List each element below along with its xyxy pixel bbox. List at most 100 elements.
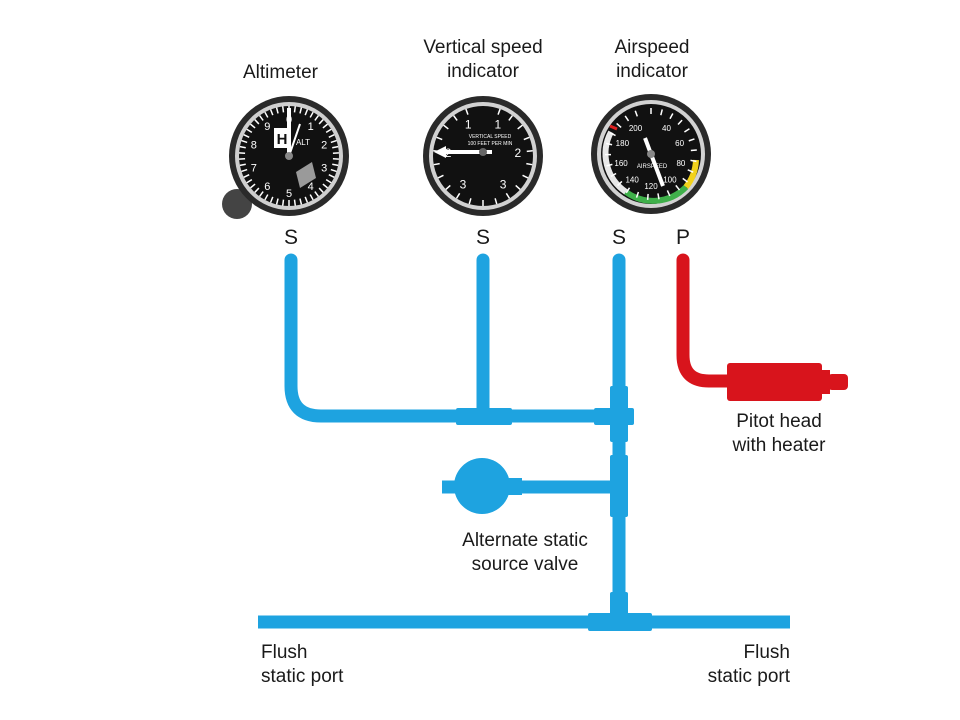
altimeter-tick bbox=[275, 107, 279, 114]
pitot-head-line2: with heater bbox=[732, 435, 826, 456]
altimeter-tick bbox=[325, 178, 332, 184]
altimeter-static-line bbox=[284, 253, 627, 423]
vsi-title-line1: Vertical speed bbox=[423, 37, 543, 58]
altimeter-title: Altimeter bbox=[243, 62, 318, 83]
asi-dial-number: 140 bbox=[625, 176, 639, 185]
altimeter-tick bbox=[328, 174, 335, 178]
altimeter-tick bbox=[309, 111, 314, 118]
vsi-tick bbox=[497, 108, 501, 115]
alternate-valve-label: Alternate static source valve bbox=[440, 529, 610, 577]
pitot-head-taper bbox=[818, 370, 830, 394]
alternate-valve-line1: Alternate static bbox=[462, 530, 588, 551]
vsi-tick bbox=[526, 162, 533, 166]
pitot-line bbox=[676, 253, 742, 388]
vsi-title-line2: indicator bbox=[447, 61, 519, 82]
vsi-dial-number: 1 bbox=[494, 117, 501, 131]
altimeter-tick bbox=[241, 139, 248, 144]
altimeter-tick bbox=[254, 187, 260, 193]
tee-fitting-bottom-v bbox=[610, 592, 628, 622]
altimeter-tick bbox=[264, 111, 269, 118]
vsi-tick bbox=[443, 124, 449, 130]
altimeter-dial-number: 8 bbox=[251, 140, 257, 152]
vsi-dial-number: 1 bbox=[465, 117, 472, 131]
tee-fitting-asi-upper-v bbox=[610, 386, 628, 442]
altimeter-dial-number: 1 bbox=[308, 121, 314, 133]
altimeter-tick bbox=[254, 119, 260, 125]
altimeter-tick bbox=[328, 134, 335, 138]
altimeter-tick bbox=[299, 198, 303, 205]
asi-pitot-port-label: P bbox=[675, 226, 690, 249]
vsi-face-text-1: VERTICAL SPEED bbox=[469, 134, 512, 140]
altimeter-tick bbox=[318, 119, 324, 125]
asi-tick bbox=[660, 109, 663, 116]
altimeter-tick bbox=[318, 187, 324, 193]
altimeter-tick bbox=[332, 163, 339, 167]
altimeter-tick bbox=[322, 123, 329, 129]
altimeter-dial-number: 9 bbox=[264, 121, 270, 133]
alternate-static-valve bbox=[454, 458, 510, 514]
altimeter-face-text: ALT bbox=[296, 138, 310, 147]
tee-fittings bbox=[456, 386, 652, 631]
asi-tick bbox=[616, 122, 622, 128]
asi-dial-number: 80 bbox=[676, 159, 685, 168]
asi-tick bbox=[682, 177, 688, 183]
altimeter-tick bbox=[249, 123, 256, 129]
altimeter-dial-number: 3 bbox=[321, 162, 327, 174]
asi-tick bbox=[606, 142, 613, 146]
altimeter-tick bbox=[275, 198, 279, 205]
altimeter-tick bbox=[304, 109, 309, 116]
asi-tick bbox=[666, 190, 671, 197]
altimeter-tick bbox=[330, 168, 337, 173]
altimeter-tick bbox=[264, 194, 269, 201]
pitot-head-line1: Pitot head bbox=[736, 411, 822, 432]
vsi-tick bbox=[505, 192, 511, 199]
vsi-tick bbox=[436, 136, 443, 141]
altimeter-knob bbox=[222, 189, 252, 219]
flush-right-line1: Flush bbox=[743, 642, 790, 663]
asi-dial-number: 60 bbox=[675, 139, 684, 148]
vsi-tick bbox=[494, 198, 498, 205]
altimeter-tick bbox=[330, 139, 337, 144]
vsi-tick bbox=[445, 184, 451, 191]
asi-tick bbox=[610, 172, 617, 178]
altimeter-tick bbox=[314, 191, 319, 197]
asi-dial-number: 160 bbox=[614, 159, 628, 168]
altimeter-dial-number: 6 bbox=[264, 181, 270, 193]
altimeter-tick bbox=[259, 191, 264, 197]
flush-right-line2: static port bbox=[707, 666, 790, 687]
pitot-head bbox=[727, 363, 822, 401]
asi-dial-number: 100 bbox=[663, 176, 677, 185]
altimeter-tick bbox=[246, 178, 253, 184]
altimeter-window-letter: H bbox=[277, 131, 288, 148]
altimeter-tick bbox=[325, 128, 332, 134]
altimeter-tick bbox=[269, 196, 274, 203]
altimeter-tick bbox=[243, 134, 250, 138]
altimeter-tick bbox=[239, 163, 246, 167]
vsi-tick bbox=[433, 162, 440, 166]
vsi-tick bbox=[517, 124, 523, 130]
vsi-dial-number: 3 bbox=[460, 178, 467, 192]
vsi-dial-number: 2 bbox=[515, 146, 522, 160]
vsi-tick bbox=[508, 115, 513, 121]
vsi-title: Vertical speed indicator bbox=[401, 36, 565, 84]
asi-tick bbox=[635, 191, 640, 198]
altimeter-dial-number: 5 bbox=[286, 188, 292, 200]
altimeter-dial-number: 2 bbox=[321, 140, 327, 152]
altimeter-tick bbox=[269, 109, 274, 116]
tee-fitting-asi-lower-v bbox=[610, 455, 628, 517]
altimeter-tick bbox=[309, 194, 314, 201]
vsi-tick bbox=[455, 192, 461, 199]
asi-tick bbox=[669, 113, 674, 120]
altimeter-dial-number: 7 bbox=[251, 162, 257, 174]
vsi-gauge: 123123 VERTICAL SPEED 100 FEET PER MIN bbox=[423, 96, 543, 216]
asi-face-text: AIRSPEED bbox=[637, 164, 668, 170]
altimeter-gauge: 0123456789 H ALT bbox=[222, 96, 349, 219]
asi-tick bbox=[690, 159, 697, 163]
pitot-head-tip bbox=[828, 374, 848, 390]
asi-title: Airspeed indicator bbox=[590, 36, 714, 84]
flush-static-port-left-label: Flush static port bbox=[261, 641, 343, 689]
altimeter-tick bbox=[281, 106, 285, 113]
vsi-tick bbox=[453, 115, 458, 121]
